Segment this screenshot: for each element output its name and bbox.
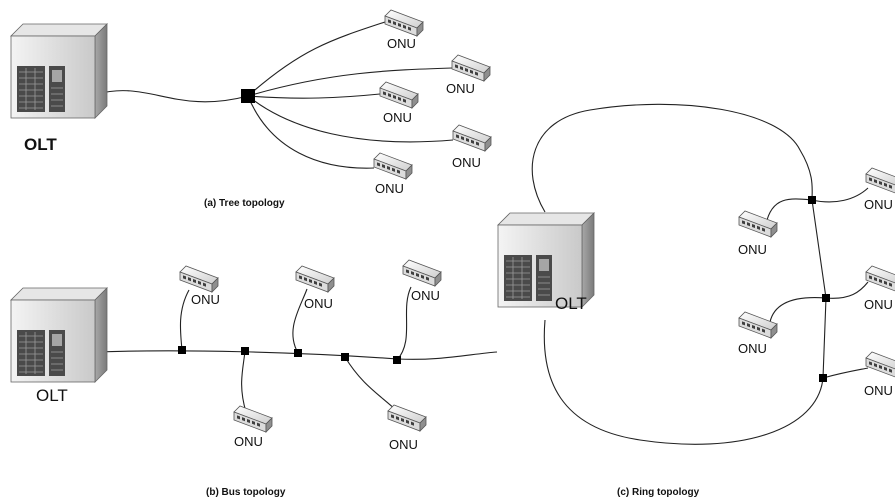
tree-branch-3 — [247, 93, 381, 99]
bus-drop-1 — [179, 289, 190, 351]
ring-onu-5-device — [865, 351, 895, 379]
bus-onu-2-label: ONU — [234, 434, 263, 449]
bus-onu-1-label: ONU — [191, 292, 220, 307]
tree-caption: (a) Tree topology — [204, 198, 285, 209]
tree-branch-4 — [247, 95, 454, 143]
ring-onu-2-device — [738, 311, 778, 339]
tree-feeder-fiber — [96, 90, 249, 103]
bus-olt-device — [10, 287, 108, 383]
ring-onu-3-device — [865, 167, 895, 195]
ring-onu-4-device — [865, 265, 895, 293]
bus-onu-3-device — [295, 265, 335, 293]
tree-onu-2-device — [451, 54, 491, 82]
bus-splitter-5 — [393, 356, 401, 364]
bus-splitter-1 — [178, 346, 186, 354]
tree-branch-5 — [247, 95, 375, 169]
tree-branch-1 — [247, 21, 386, 97]
ring-onu-2-label: ONU — [738, 341, 767, 356]
ring-drop-2-right — [825, 281, 869, 299]
tree-onu-5-label: ONU — [375, 181, 404, 196]
bus-olt-label: OLT — [36, 386, 68, 405]
ring-caption: (c) Ring topology — [617, 487, 700, 498]
tree-olt-label: OLT — [24, 135, 57, 154]
ring-topology: OLT ONU ONU ONU ONU ONU (c) Ring topolog… — [497, 103, 895, 498]
bus-onu-4-label: ONU — [389, 437, 418, 452]
ring-drop-2-left — [769, 297, 827, 323]
ring-onu-5-label: ONU — [864, 383, 893, 398]
ring-splitter-3 — [819, 374, 827, 382]
bus-drop-5 — [396, 286, 412, 361]
tree-onu-1-device — [384, 9, 424, 37]
tree-branch-2 — [247, 67, 453, 97]
tree-topology: OLT ONU ONU ONU ONU ONU (a) Tree topolog… — [10, 9, 492, 209]
ring-drop-3-right — [822, 367, 869, 379]
tree-onu-4-device — [452, 124, 492, 152]
ring-olt-label: OLT — [555, 294, 587, 313]
tree-onu-3-device — [379, 81, 419, 109]
bus-drop-4 — [344, 356, 398, 412]
tree-splitter — [241, 89, 255, 103]
bus-topology: OLT ONU ONU ONU ONU ONU (b) Bus topology — [10, 259, 498, 498]
ring-onu-3-label: ONU — [864, 197, 893, 212]
tree-olt-device — [10, 23, 108, 119]
ring-drop-1-left — [765, 198, 813, 225]
bus-onu-5-label: ONU — [411, 288, 440, 303]
tree-onu-1-label: ONU — [387, 36, 416, 51]
bus-splitter-3 — [294, 349, 302, 357]
bus-onu-1-device — [179, 265, 219, 293]
bus-onu-3-label: ONU — [304, 296, 333, 311]
bus-splitter-2 — [241, 347, 249, 355]
tree-onu-2-label: ONU — [446, 81, 475, 96]
bus-drop-3 — [292, 288, 308, 354]
ring-fiber — [531, 103, 827, 445]
ring-splitter-1 — [808, 196, 816, 204]
tree-onu-3-label: ONU — [383, 110, 412, 125]
bus-onu-4-device — [387, 404, 427, 432]
ring-onu-4-label: ONU — [864, 297, 893, 312]
bus-caption: (b) Bus topology — [206, 487, 286, 498]
ring-onu-1-device — [738, 210, 778, 238]
bus-splitter-4 — [341, 353, 349, 361]
tree-onu-5-device — [373, 152, 413, 180]
bus-onu-2-device — [233, 405, 273, 433]
ring-olt-device — [497, 212, 595, 308]
tree-onu-4-label: ONU — [452, 155, 481, 170]
ring-drop-1-right — [811, 187, 869, 203]
ring-splitter-2 — [822, 294, 830, 302]
ring-onu-1-label: ONU — [738, 242, 767, 257]
bus-drop-2 — [241, 350, 247, 413]
bus-onu-5-device — [402, 259, 442, 287]
